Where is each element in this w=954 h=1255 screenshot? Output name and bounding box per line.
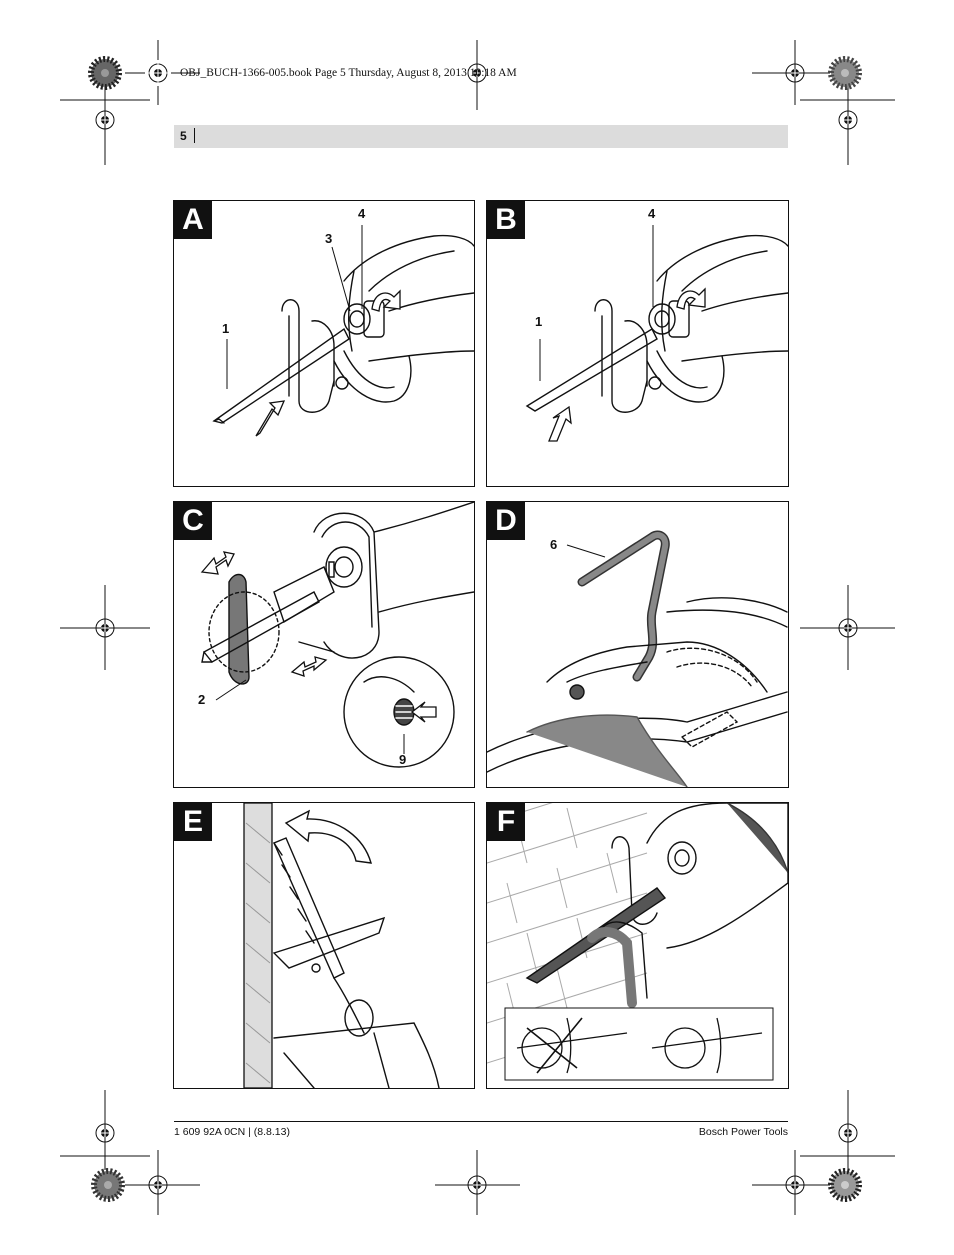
figure-panel-c: C 2 9 <box>173 501 475 788</box>
insert-arrow-icon <box>410 701 437 723</box>
registration-target-icon <box>95 60 858 1195</box>
insert-arrow-icon <box>255 400 286 437</box>
figure-panel-f: F <box>486 802 789 1089</box>
color-wheel-icon <box>88 56 862 1202</box>
hex-key-storage-illustration <box>487 530 788 787</box>
cross-out-icon <box>526 1017 583 1074</box>
figure-panel-a: A 4 3 1 <box>173 200 475 487</box>
remove-arrow-icon <box>548 405 572 442</box>
double-arrow-icon <box>200 551 328 677</box>
callout-number: 6 <box>550 537 558 552</box>
plunge-cut-illustration <box>243 803 440 1088</box>
panel-label: A <box>174 201 212 239</box>
rotate-arrow-icon <box>371 289 401 312</box>
panel-label: F <box>487 803 525 841</box>
rotate-arrow-icon <box>284 809 372 864</box>
page-number-divider <box>194 128 195 143</box>
panel-label: D <box>487 502 525 540</box>
figure-panel-b: B 4 1 <box>486 200 789 487</box>
rotate-arrow-icon <box>676 287 706 310</box>
page-number: 5 <box>180 129 187 143</box>
panel-label: B <box>487 201 525 239</box>
saw-blade-insert-illustration <box>212 225 474 437</box>
callout-number: 1 <box>222 321 230 336</box>
footplate-adjust-illustration <box>200 502 474 768</box>
saw-blade-remove-illustration <box>525 225 788 442</box>
figure-panel-d: D 6 <box>486 501 789 788</box>
footer-rule <box>174 1121 788 1122</box>
page-header-bar: 5 <box>174 125 788 148</box>
callout-number: 9 <box>399 752 407 767</box>
callout-number: 4 <box>358 206 366 221</box>
document-code: 1 609 92A 0CN | (8.8.13) <box>174 1126 290 1138</box>
callout-number: 1 <box>535 314 543 329</box>
callout-number: 2 <box>198 692 206 707</box>
print-info-line: OBJ_BUCH-1366-005.book Page 5 Thursday, … <box>180 67 517 79</box>
callout-number: 4 <box>648 206 656 221</box>
brand-name: Bosch Power Tools <box>698 1126 788 1138</box>
flush-cut-illustration <box>487 803 788 1081</box>
panel-label: C <box>174 502 212 540</box>
panel-label: E <box>174 803 212 841</box>
callout-number: 3 <box>325 231 333 246</box>
figure-panel-e: E <box>173 802 475 1089</box>
